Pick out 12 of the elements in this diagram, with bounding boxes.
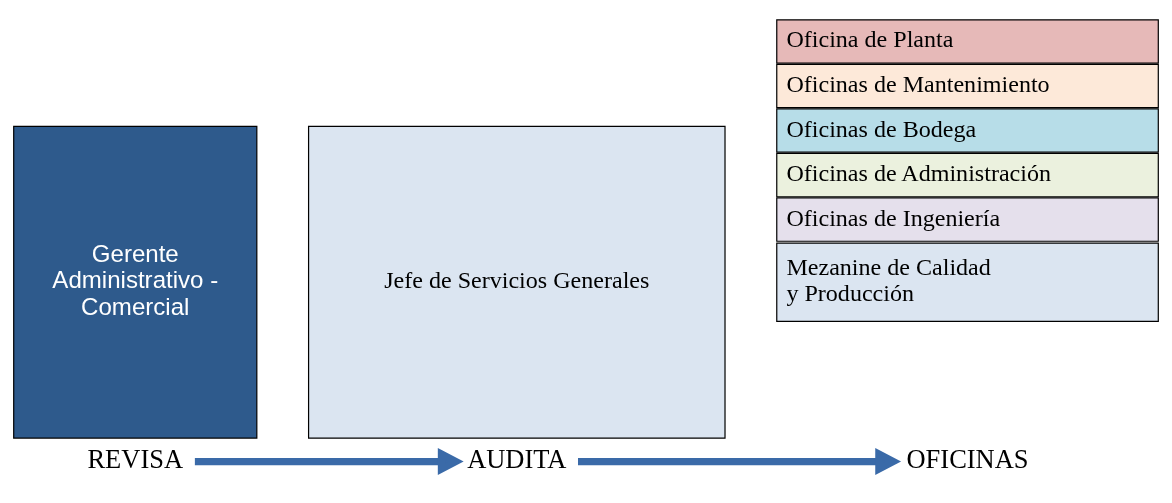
node-box: Oficinas de Bodega: [776, 108, 1159, 153]
node-box: Gerente Administrativo - Comercial: [13, 125, 258, 439]
node-text: REVISA: [87, 444, 184, 475]
node-text: OFICINAS: [906, 444, 1029, 475]
node-box: Jefe de Servicios Generales: [307, 125, 726, 439]
node-box: Oficina de Planta: [776, 19, 1159, 64]
node-box: Oficinas de Administración: [776, 152, 1159, 198]
arrow: [194, 447, 464, 476]
node-box: Oficinas de Ingeniería: [776, 197, 1159, 242]
node-box: Mezanine de Calidad y Producción: [776, 242, 1159, 322]
node-text: AUDITA: [467, 444, 567, 475]
node-box: Oficinas de Mantenimiento: [776, 63, 1159, 109]
